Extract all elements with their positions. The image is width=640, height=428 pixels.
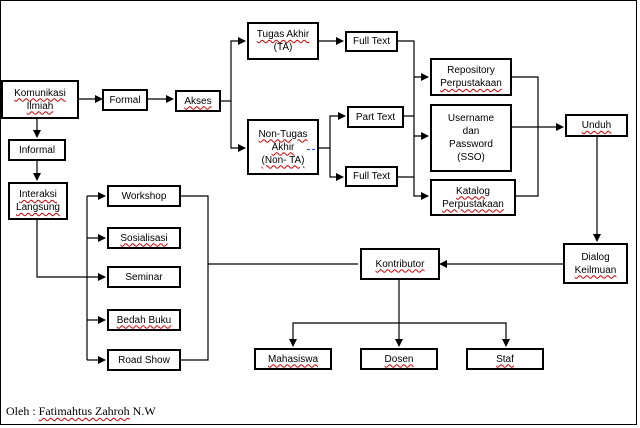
node-komunikasi-ilmiah: Komunikasi Ilmiah	[1, 80, 79, 119]
node-dosen: Dosen	[360, 348, 438, 370]
node-repository: Repository Perpustakaan	[430, 58, 512, 96]
edge-fulltext-katalog	[413, 177, 429, 200]
edge-interaksi-seminar	[36, 220, 106, 281]
node-full-text-bottom: Full Text	[345, 166, 398, 187]
node-tugas-akhir: Tugas Akhir (TA)	[247, 22, 319, 60]
author-credit: Oleh : Fatimahtus Zahroh N.W	[6, 404, 156, 418]
node-sosialisasi: Sosialisasi	[107, 227, 181, 249]
node-username-password: Username dan Password (SSO)	[430, 104, 512, 172]
edge-nonta-parttext	[319, 112, 346, 149]
node-seminar: Seminar	[107, 266, 181, 288]
edge-fulltext-repository	[398, 40, 429, 81]
node-full-text-top: Full Text	[345, 31, 398, 52]
node-kontributor: Kontributor	[360, 248, 440, 280]
node-part-text: Part Text	[347, 106, 404, 128]
edge-right-bracket	[181, 195, 209, 361]
edge-parttext-username	[413, 116, 429, 140]
edge-katalog-unduh	[516, 127, 539, 197]
node-road-show: Road Show	[107, 349, 181, 371]
node-mahasiswa: Mahasiswa	[254, 348, 332, 370]
node-dialog-keilmuan: Dialog Keilmuan	[563, 243, 628, 284]
edge-kontributor-staf	[399, 322, 510, 347]
node-akses: Akses	[175, 90, 221, 112]
node-katalog: Katalog Perpustakaan	[430, 179, 516, 216]
edge-repository-unduh	[512, 76, 539, 127]
edge-akses-nonta	[230, 101, 246, 152]
node-interaksi-langsung: Interaksi Langsung	[8, 182, 68, 220]
node-bedah-buku: Bedah Buku	[107, 309, 181, 331]
node-unduh: Unduh	[565, 114, 628, 137]
node-formal: Formal	[102, 89, 148, 111]
node-staf: Staf	[466, 348, 544, 370]
node-informal: Informal	[8, 139, 66, 161]
node-workshop: Workshop	[107, 185, 181, 207]
edge-akses-ta	[221, 37, 246, 102]
node-non-tugas-akhir: Non-Tugas Akhir (Non- TA)	[247, 119, 319, 175]
edge-nonta-fulltext	[329, 148, 344, 181]
edge-parttext-repository	[404, 77, 415, 117]
edge-fulltext-username	[398, 136, 415, 178]
spell-mark	[307, 146, 315, 150]
edge-kontributor-mahasiswa	[289, 322, 399, 347]
